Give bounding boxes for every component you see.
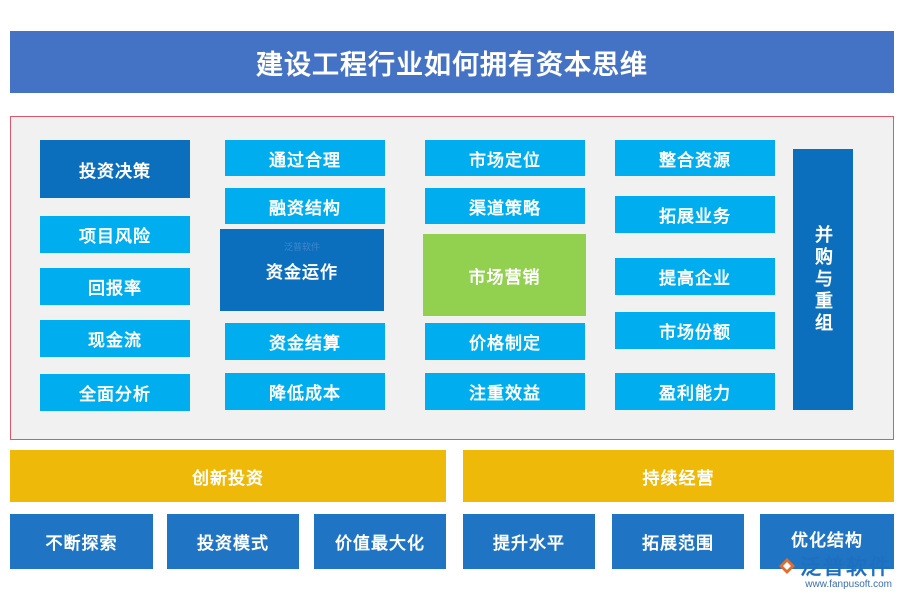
col3-item-4: 注重效益	[425, 373, 585, 410]
bottom-item-5: 优化结构	[760, 514, 894, 569]
col1-item-0: 投资决策	[40, 140, 190, 198]
bottom-item-4: 拓展范围	[612, 514, 744, 569]
col4-item-3: 市场份额	[615, 312, 775, 349]
col3-item-1: 渠道策略	[425, 188, 585, 224]
col2-item-0: 通过合理	[225, 140, 385, 176]
col1-item-2: 回报率	[40, 268, 190, 305]
col1-item-1: 项目风险	[40, 216, 190, 253]
col2-item-4: 降低成本	[225, 373, 385, 410]
col3-item-0: 市场定位	[425, 140, 585, 176]
col2-item-3: 资金结算	[225, 323, 385, 360]
col5-merger: 并购与重组	[793, 149, 853, 410]
page-title: 建设工程行业如何拥有资本思维	[10, 31, 894, 93]
bottom-item-3: 提升水平	[463, 514, 595, 569]
brand-name: 泛普软件	[800, 556, 892, 579]
brand-icon	[779, 558, 795, 574]
col2-item-1: 融资结构	[225, 188, 385, 224]
col4-item-2: 提高企业	[615, 258, 775, 295]
col3-item-2: 市场营销	[423, 234, 586, 316]
col1-item-4: 全面分析	[40, 374, 190, 411]
col1-item-3: 现金流	[40, 320, 190, 357]
col4-item-1: 拓展业务	[615, 196, 775, 233]
brand-url: www.fanpusoft.com	[805, 579, 892, 590]
bottom-item-0: 不断探索	[10, 514, 153, 569]
bottom-header-left: 创新投资	[10, 450, 446, 502]
col4-item-4: 盈利能力	[615, 373, 775, 410]
brand-logo: 泛普软件 www.fanpusoft.com	[778, 551, 892, 590]
bottom-item-1: 投资模式	[167, 514, 299, 569]
bottom-header-right: 持续经营	[463, 450, 894, 502]
col4-item-0: 整合资源	[615, 140, 775, 176]
col2-item-2: 资金运作	[220, 229, 384, 311]
col3-item-3: 价格制定	[425, 323, 585, 360]
brand-name-row: 泛普软件	[778, 551, 892, 581]
bottom-item-2: 价值最大化	[314, 514, 446, 569]
watermark-logo: 泛普软件	[284, 242, 321, 252]
